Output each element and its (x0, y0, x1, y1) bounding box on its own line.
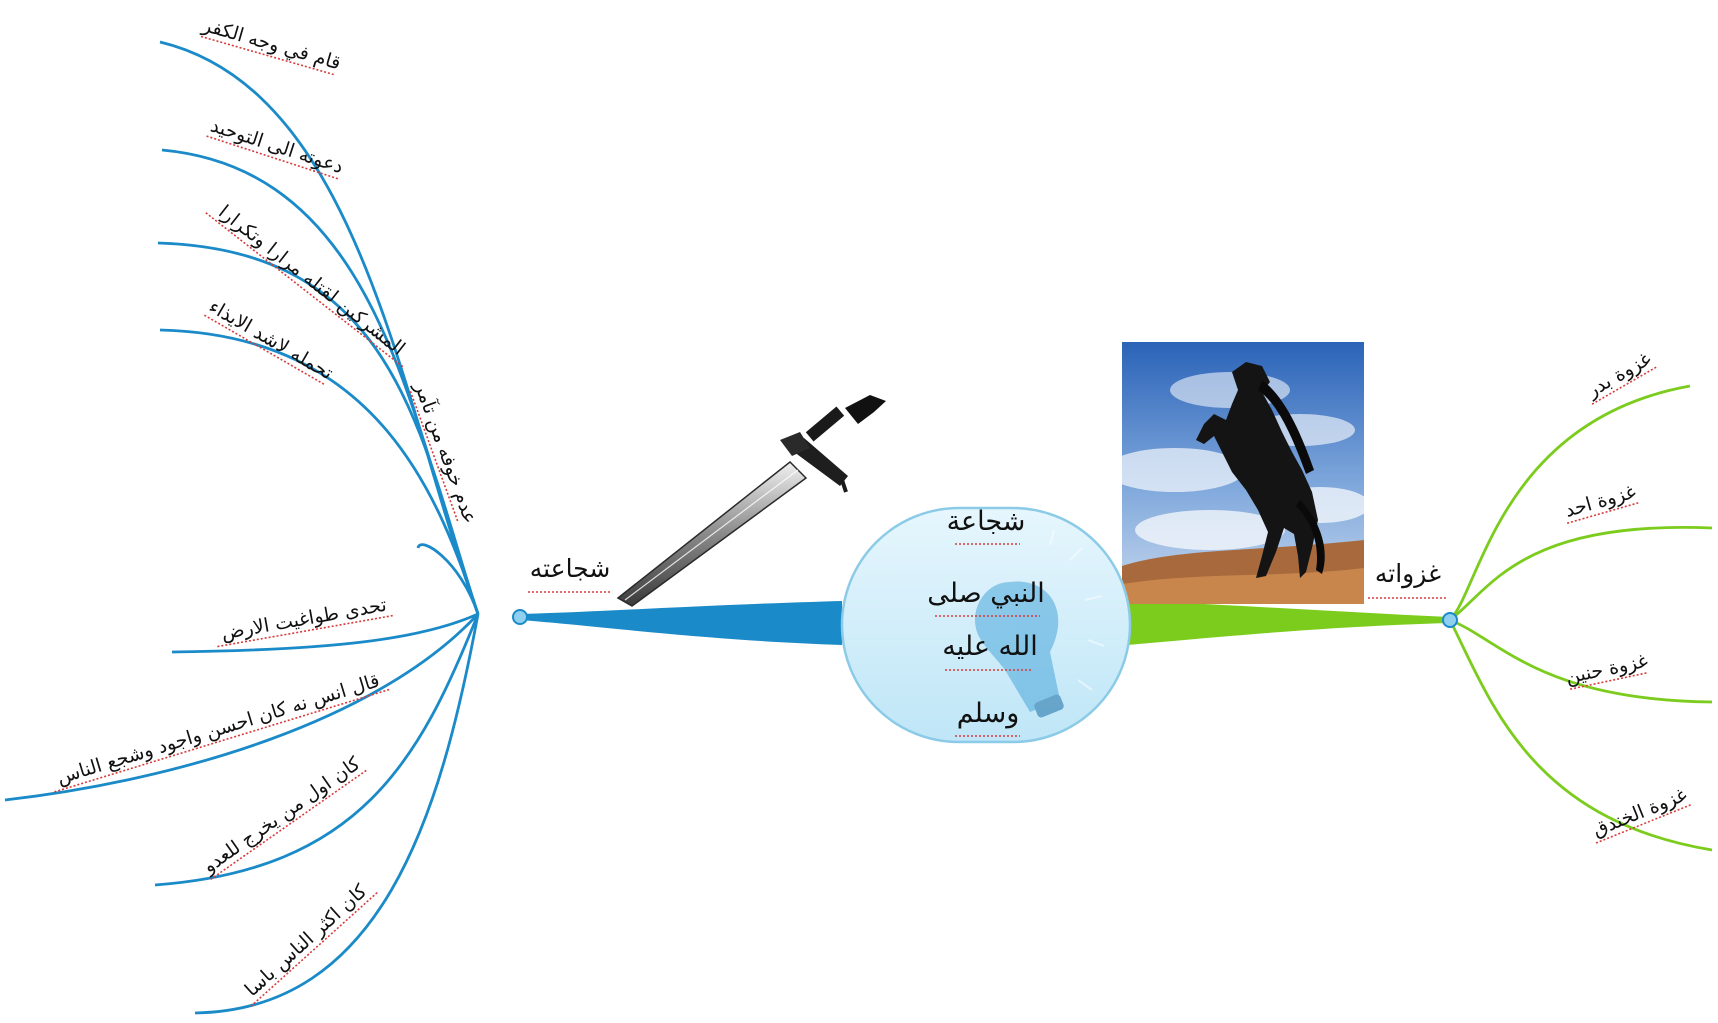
central-topic-line-1: شجاعة (947, 506, 1026, 537)
central-topic-line-2: النبي صلى (927, 578, 1044, 609)
courage-item-2: دعوته الى التوحيد (208, 114, 346, 178)
sword-hilt (805, 406, 845, 442)
branch-battles-connector (1128, 600, 1450, 645)
battle-item-3: غزوة حنين (1564, 650, 1650, 689)
branch-courage-connector (520, 601, 842, 645)
central-topic[interactable]: شجاعة النبي صلى الله عليه وسلم (840, 506, 1132, 744)
battle-item-2: غزوة احد (1562, 481, 1638, 522)
lightbulb-icon (975, 529, 1105, 718)
branch-courage-node[interactable] (512, 609, 528, 625)
battle-item-1: غزوة بدر (1582, 348, 1655, 403)
branch-courage-label: شجاعته (530, 554, 611, 583)
central-topic-line-4: وسلم (957, 698, 1020, 729)
branch-courage[interactable]: شجاعته قام في وجه الكفر دعوته الى التوحي… (4, 14, 842, 1015)
courage-item-6: تحدى طواغيت الارض (220, 594, 389, 645)
horse-silhouette (1196, 362, 1318, 578)
branch-battles-sub-lines (1448, 384, 1713, 852)
courage-item-1: قام في وجه الكفر (199, 14, 343, 75)
branch-battles-label: غزواته (1375, 559, 1441, 589)
courage-item-5: عدم خوفه من تآمر (410, 378, 484, 527)
branch-battles-node[interactable] (1442, 612, 1458, 628)
branch-courage-sub-lines (4, 40, 480, 1015)
battle-item-4: غزوة الخندق (1590, 784, 1690, 842)
courage-item-4: تحمله لاشد الايذاء (205, 295, 337, 384)
horse-image (1105, 342, 1370, 604)
central-topic-line-3: الله عليه (942, 631, 1037, 662)
sword-pommel (845, 395, 886, 424)
sword-image (616, 395, 886, 607)
